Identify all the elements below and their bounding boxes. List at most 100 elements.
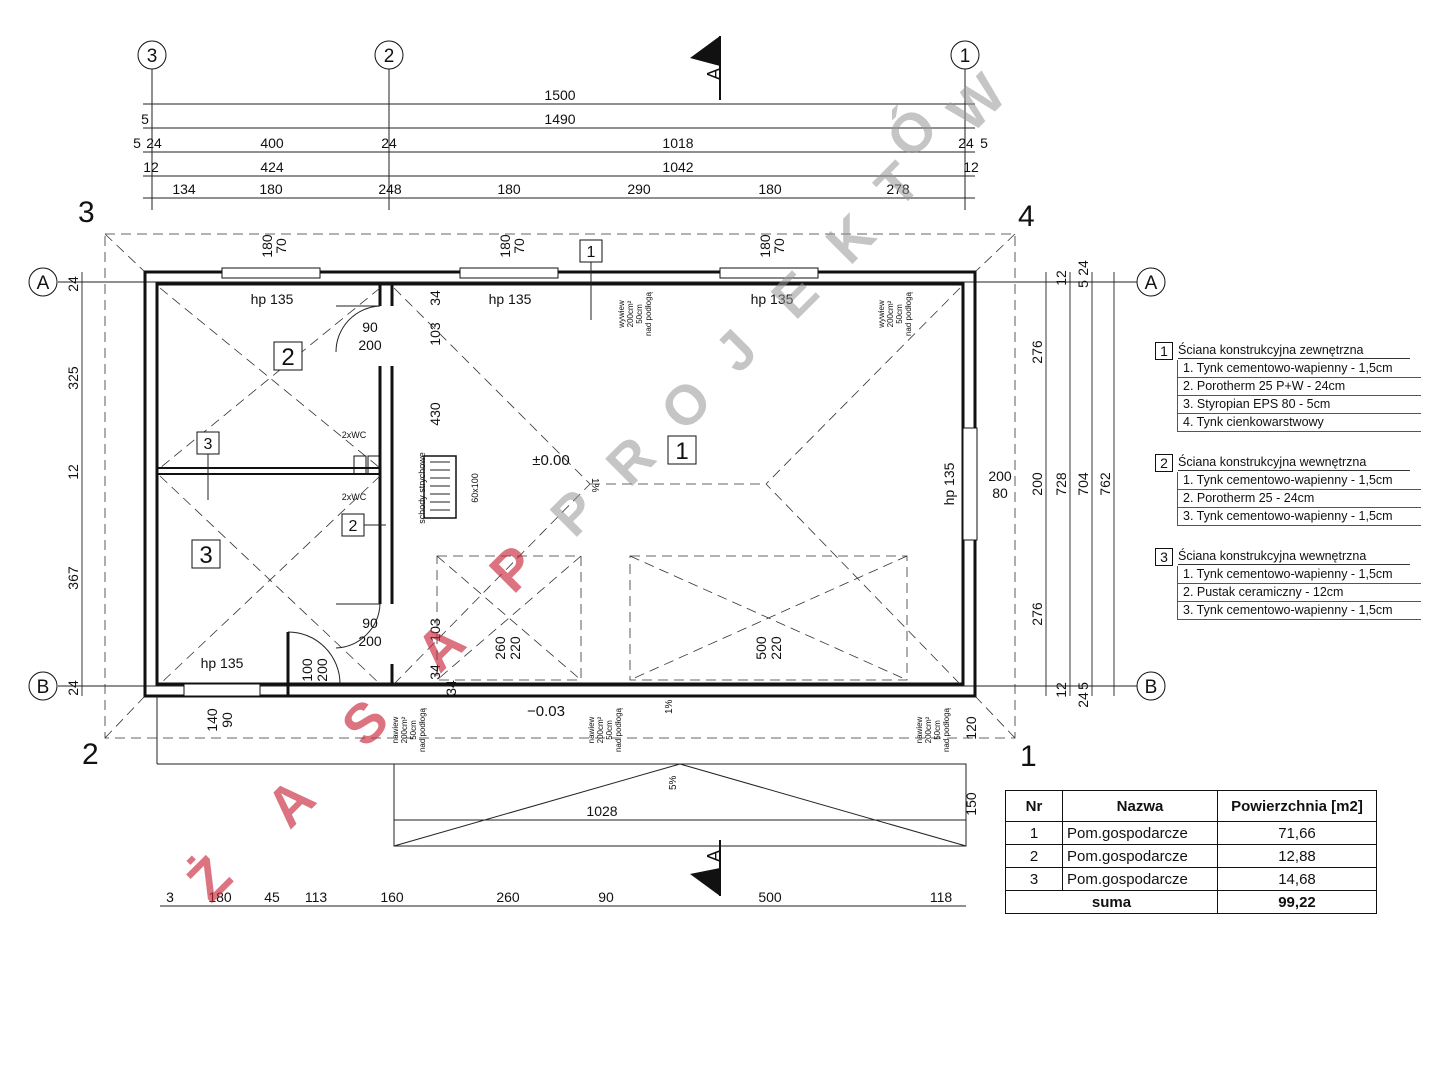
svg-text:2: 2 <box>384 46 395 67</box>
svg-text:103: 103 <box>427 618 443 642</box>
svg-text:200: 200 <box>1029 472 1045 496</box>
legend-layer: 3. Tynk cementowo-wapienny - 1,5cm <box>1177 508 1421 526</box>
legend-layer: 4. Tynk cienkowarstwowy <box>1177 414 1421 432</box>
svg-text:70: 70 <box>273 238 289 254</box>
svg-text:5: 5 <box>1075 682 1091 690</box>
cell-area: 12,88 <box>1217 844 1377 868</box>
svg-text:2xWC: 2xWC <box>342 492 367 502</box>
room-number-1: 1 <box>667 435 697 465</box>
corner-1: 1 <box>1020 740 1037 773</box>
svg-text:180: 180 <box>497 181 521 197</box>
legend-layer: 2. Porotherm 25 P+W - 24cm <box>1177 378 1421 396</box>
svg-text:34: 34 <box>427 664 443 680</box>
right-dimensions: 276 200 276 12 728 12 24 5 704 5 24 762 … <box>988 260 1115 708</box>
header-name: Nazwa <box>1062 790 1218 822</box>
svg-text:50cm: 50cm <box>933 720 942 740</box>
section-mark-top: A <box>690 36 724 100</box>
axis-bubble-right-a: A <box>1136 267 1166 297</box>
svg-text:1042: 1042 <box>662 159 693 175</box>
level-minus: −0.03 <box>527 703 565 720</box>
svg-text:50cm: 50cm <box>409 720 418 740</box>
windows <box>183 267 978 697</box>
room-diagonals <box>159 287 961 685</box>
svg-text:90: 90 <box>362 615 378 631</box>
table-row: 1 Pom.gospodarcze 71,66 <box>1005 821 1377 845</box>
cell-nr: 1 <box>1005 821 1063 845</box>
svg-text:1: 1 <box>675 438 688 465</box>
corner-3: 3 <box>78 196 95 229</box>
svg-text:160: 160 <box>380 889 404 905</box>
axis-bubble-top-3: 3 <box>137 40 167 70</box>
svg-text:180: 180 <box>259 234 275 258</box>
svg-text:200cm²: 200cm² <box>626 300 635 327</box>
window-labels: 180 70 180 70 180 70 hp 135 hp 135 hp 13… <box>201 234 979 816</box>
svg-text:762: 762 <box>1097 472 1113 496</box>
svg-text:12: 12 <box>1053 682 1069 698</box>
svg-text:hp 135: hp 135 <box>751 291 794 307</box>
svg-text:70: 70 <box>511 238 527 254</box>
svg-text:A: A <box>704 850 724 862</box>
svg-text:200: 200 <box>314 658 330 682</box>
legend-number: 3 <box>1155 548 1173 566</box>
room-number-2: 2 <box>273 341 303 371</box>
svg-text:180: 180 <box>208 889 232 905</box>
wall-type-marker-1: 1 <box>579 239 603 320</box>
svg-text:80: 80 <box>992 485 1008 501</box>
svg-text:1018: 1018 <box>662 135 693 151</box>
svg-text:3: 3 <box>166 889 174 905</box>
svg-text:5: 5 <box>133 135 141 151</box>
svg-text:500: 500 <box>758 889 782 905</box>
svg-text:wywiew: wywiew <box>877 300 886 329</box>
corner-4: 4 <box>1018 200 1035 233</box>
wc-vents: 2xWC 2xWC <box>342 430 381 502</box>
svg-text:220: 220 <box>507 636 523 660</box>
attic-stairs: schody strychowe 60x100 <box>417 452 480 524</box>
legend-title: Ściana konstrukcyjna zewnętrzna <box>1178 343 1410 359</box>
legend-layer: 1. Tynk cementowo-wapienny - 1,5cm <box>1177 360 1421 378</box>
svg-text:50cm: 50cm <box>605 720 614 740</box>
svg-text:nad podłogą: nad podłogą <box>644 291 653 336</box>
cell-area: 14,68 <box>1217 867 1377 891</box>
header-area: Powierzchnia [m2] <box>1217 790 1377 822</box>
svg-text:A: A <box>704 68 724 80</box>
svg-text:12: 12 <box>963 159 979 175</box>
svg-text:5: 5 <box>1075 280 1091 288</box>
svg-text:2: 2 <box>349 518 358 535</box>
svg-text:200cm²: 200cm² <box>400 716 409 743</box>
svg-text:50cm: 50cm <box>895 304 904 324</box>
svg-text:180: 180 <box>497 234 513 258</box>
axis-bubble-left-a: A <box>28 267 58 297</box>
svg-text:1: 1 <box>960 46 971 67</box>
svg-text:60x100: 60x100 <box>470 473 480 503</box>
svg-text:200: 200 <box>988 468 1012 484</box>
svg-text:90: 90 <box>219 712 235 728</box>
svg-text:nawiew: nawiew <box>391 716 400 743</box>
table-row: 3 Pom.gospodarcze 14,68 <box>1005 867 1377 891</box>
svg-text:nad podłogą: nad podłogą <box>942 707 951 752</box>
svg-text:180: 180 <box>758 181 782 197</box>
slope-1-bottom: 1% <box>664 699 675 714</box>
svg-text:nawiew: nawiew <box>915 716 924 743</box>
svg-text:260: 260 <box>496 889 520 905</box>
svg-text:113: 113 <box>305 889 328 905</box>
svg-text:12: 12 <box>143 159 159 175</box>
svg-text:118: 118 <box>930 889 953 905</box>
svg-text:103: 103 <box>427 322 443 346</box>
left-dimensions: 24 325 12 367 24 <box>65 272 83 696</box>
svg-text:24: 24 <box>146 135 162 151</box>
wall-type-marker-2: 2 <box>341 513 386 537</box>
svg-text:24: 24 <box>1075 692 1091 708</box>
svg-text:nad podłogą: nad podłogą <box>418 707 427 752</box>
svg-text:3: 3 <box>199 542 212 569</box>
roof-outline <box>104 233 1016 739</box>
svg-text:B: B <box>1145 677 1158 698</box>
section-mark-bottom: A <box>690 840 724 896</box>
cell-nr: 3 <box>1005 867 1063 891</box>
svg-text:220: 220 <box>768 636 784 660</box>
svg-text:200cm²: 200cm² <box>886 300 895 327</box>
svg-text:5%: 5% <box>668 775 679 790</box>
legend-layer: 3. Styropian EPS 80 - 5cm <box>1177 396 1421 414</box>
